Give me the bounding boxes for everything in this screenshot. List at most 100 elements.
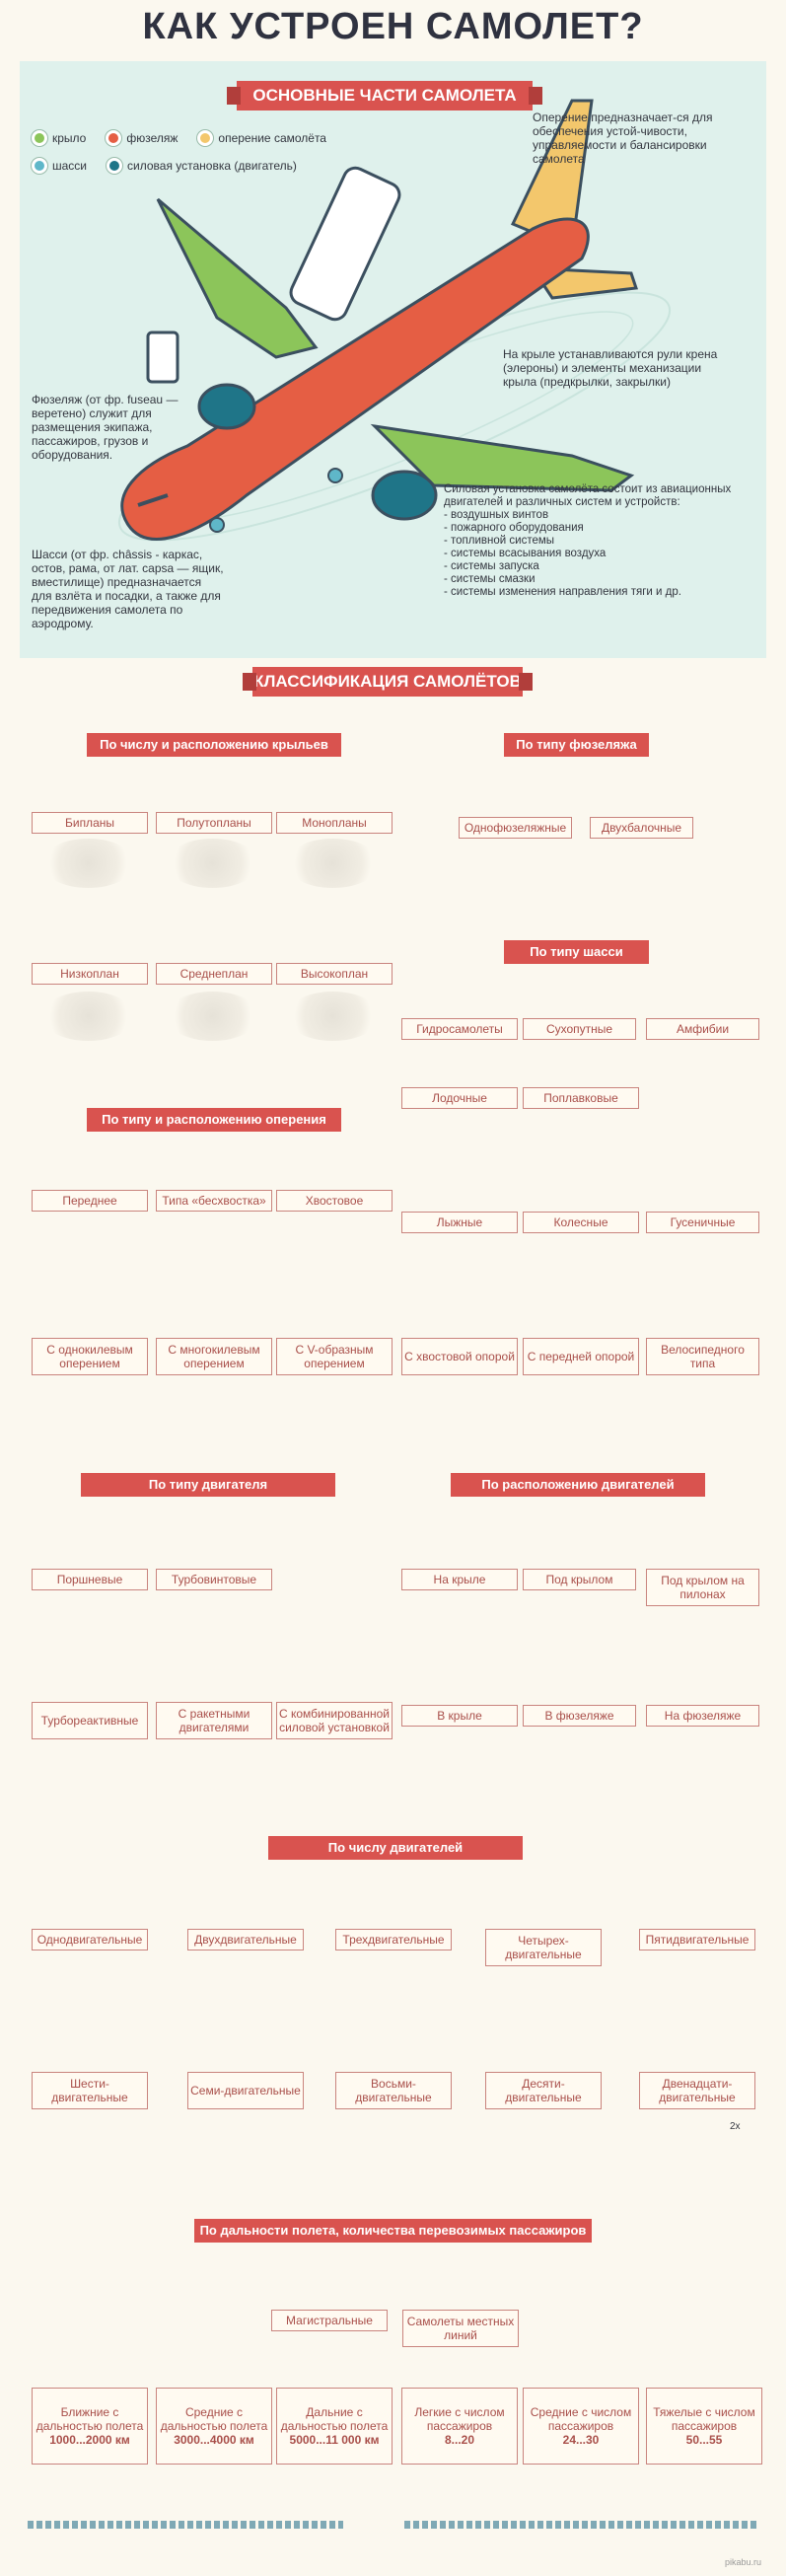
engine-pos-label: Под крылом <box>523 1569 636 1590</box>
chassis-label: Гусеничные <box>646 1212 759 1233</box>
engine-count-header: По числу двигателей <box>268 1836 523 1860</box>
engine-type-header: По типу двигателя <box>81 1473 335 1497</box>
engine-count-label: Семи-двигательные <box>187 2072 304 2109</box>
low-wing-icon <box>41 992 135 1041</box>
range-card-label: Тяжелые с числом пассажиров <box>653 2405 755 2433</box>
engine-type-label: С комбинированной силовой установкой <box>276 1702 393 1739</box>
range-card-label: Легкие с числом пассажиров <box>414 2405 505 2433</box>
monoplane-icon <box>286 839 380 888</box>
legend-item: шасси <box>32 158 87 174</box>
engine-type-label: С ракетными двигателями <box>156 1702 272 1739</box>
range-label: Самолеты местных линий <box>402 2310 519 2347</box>
legend-label: крыло <box>52 131 87 145</box>
range-header: По дальности полета, количества перевози… <box>194 2219 592 2243</box>
engine-pos-label: На крыле <box>401 1569 518 1590</box>
legend-label: силовая установка (двигатель) <box>127 159 297 173</box>
engine-pos-label: В крыле <box>401 1705 518 1727</box>
wings-label: Низкоплан <box>32 963 148 985</box>
range-card-value: 1000...2000 км <box>49 2433 130 2447</box>
range-card-label: Средние с дальностью полета <box>160 2405 268 2433</box>
engine-count-label: Четырех-двигательные <box>485 1929 602 1966</box>
range-card-value: 3000...4000 км <box>174 2433 254 2447</box>
chassis-label: Лыжные <box>401 1212 518 1233</box>
legend-item: силовая установка (двигатель) <box>107 158 297 174</box>
tail-label: Типа «бесхвостка» <box>156 1190 272 1212</box>
runway-bar <box>28 2521 343 2529</box>
engine-pos-label: Под крылом на пилонах <box>646 1569 759 1606</box>
chassis-label: Поплавковые <box>523 1087 639 1109</box>
chassis-label: Колесные <box>523 1212 639 1233</box>
engine-count-label: Трехдвигательные <box>335 1929 452 1950</box>
note-fuselage: Фюзеляж (от фр. fuseau — веретено) служи… <box>32 393 179 462</box>
chassis-label: Велосипедного типа <box>646 1338 759 1375</box>
airplane-illustration <box>117 99 672 542</box>
page-title: КАК УСТРОЕН САМОЛЕТ? <box>142 6 644 47</box>
tail-label: С V-образным оперением <box>276 1338 393 1375</box>
engine-count-label: Двухдвигательные <box>187 1929 304 1950</box>
wings-label: Бипланы <box>32 812 148 834</box>
legend-dot-icon <box>106 130 122 146</box>
fuselage-label: Двухбалочные <box>590 817 693 839</box>
legend-item: оперение самолёта <box>197 130 326 146</box>
engine-pos-label: В фюзеляже <box>523 1705 636 1727</box>
fuselage-header: По типу фюзеляжа <box>504 733 649 757</box>
wings-label: Высокоплан <box>276 963 393 985</box>
range-card-label: Средние с числом пассажиров <box>530 2405 632 2433</box>
note-tail: Оперение предназначает-ся для обеспечени… <box>533 110 713 166</box>
range-card-value: 8...20 <box>444 2433 475 2447</box>
legend-dot-icon <box>32 158 47 174</box>
chassis-label: Амфибии <box>646 1018 759 1040</box>
legend-item: фюзеляж <box>106 130 178 146</box>
biplane-icon <box>41 839 135 888</box>
legend-label: шасси <box>52 159 88 173</box>
chassis-label: Лодочные <box>401 1087 518 1109</box>
wings-header: По числу и расположению крыльев <box>87 733 341 757</box>
legend: крыло фюзеляж оперение самолёта шасси си… <box>32 130 446 174</box>
engine-pos-label: На фюзеляже <box>646 1705 759 1727</box>
wings-label: Среднеплан <box>156 963 272 985</box>
tail-label: С однокилевым оперением <box>32 1338 148 1375</box>
x2-badge: 2x <box>730 2121 741 2132</box>
chassis-label: С передней опорой <box>523 1338 639 1375</box>
runway-bar <box>404 2521 759 2529</box>
legend-item: крыло <box>32 130 86 146</box>
engine-type-label: Турбовинтовые <box>156 1569 272 1590</box>
range-card-value: 50...55 <box>685 2433 723 2447</box>
engine-count-label: Десяти-двигательные <box>485 2072 602 2109</box>
tail-label: Переднее <box>32 1190 148 1212</box>
legend-dot-icon <box>197 130 214 146</box>
legend-dot-icon <box>107 158 123 174</box>
tail-label: Хвостовое <box>276 1190 393 1212</box>
engine-count-label: Пятидвигательные <box>639 1929 755 1950</box>
watermark: pikabu.ru <box>725 2557 762 2567</box>
high-wing-icon <box>286 992 380 1041</box>
range-card-label: Ближние с дальностью полета <box>36 2405 144 2433</box>
chassis-label: Сухопутные <box>523 1018 636 1040</box>
range-card-value: 24...30 <box>562 2433 600 2447</box>
engine-pos-header: По расположению двигателей <box>451 1473 705 1497</box>
engine-count-label: Двенадцати-двигательные <box>639 2072 755 2109</box>
wings-label: Монопланы <box>276 812 393 834</box>
range-label: Магистральные <box>271 2310 388 2331</box>
note-wing: На крыле устанавливаются рули крена (эле… <box>503 347 718 389</box>
legend-label: оперение самолёта <box>218 131 326 145</box>
note-chassis: Шасси (от фр. châssis - каркас, остов, р… <box>32 548 224 630</box>
engine-count-label: Одно­двигательные <box>32 1929 148 1950</box>
wings-label: Полутопланы <box>156 812 272 834</box>
section2-banner: КЛАССИФИКАЦИЯ САМОЛЁТОВ <box>243 667 533 697</box>
chassis-label: Гидросамолеты <box>401 1018 518 1040</box>
engine-type-label: Турбореактивные <box>32 1702 148 1739</box>
legend-dot-icon <box>32 130 47 146</box>
fuselage-label: Однофюзеляжные <box>459 817 572 839</box>
mid-wing-icon <box>166 992 259 1041</box>
engine-count-label: Восьми-двигательные <box>335 2072 452 2109</box>
sesquiplane-icon <box>166 839 259 888</box>
section1-banner: ОСНОВНЫЕ ЧАСТИ САМОЛЕТА <box>227 81 542 110</box>
tail-header: По типу и расположению оперения <box>87 1108 341 1132</box>
